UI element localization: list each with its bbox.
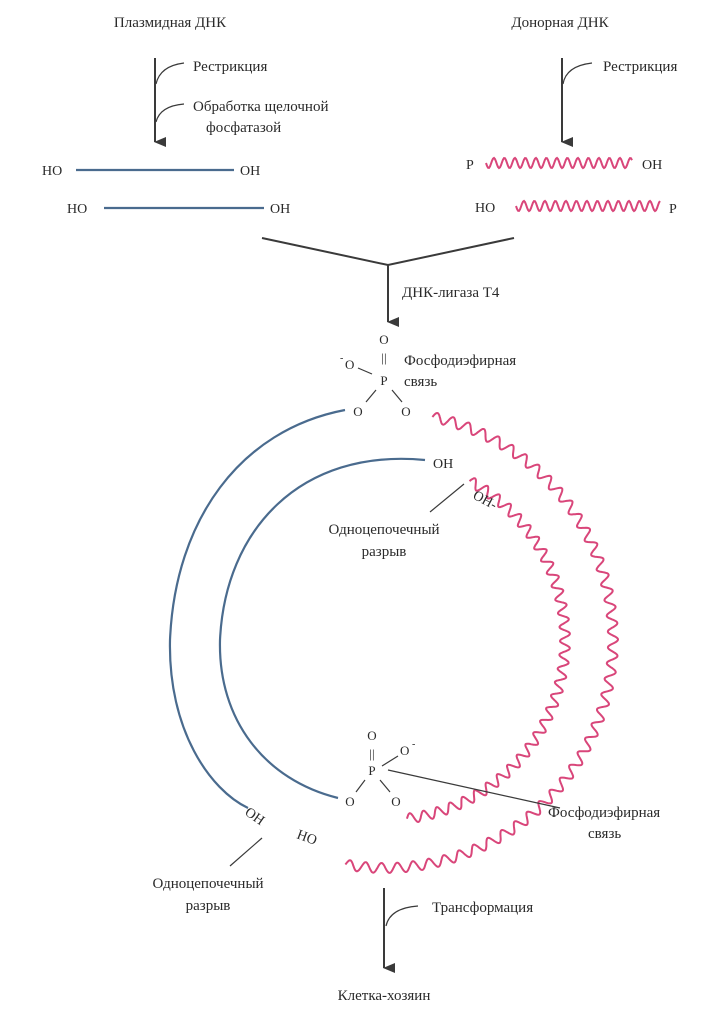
plasmid-strand2-right-end: OH	[270, 202, 290, 217]
phosphate-bottom-o-right: O	[391, 794, 400, 809]
donor-strand-1	[485, 156, 633, 170]
plasmid-strand2-left-end: HO	[67, 202, 87, 217]
nick-bottom-pointer	[229, 837, 263, 867]
nick-top-label-2: разрыв	[362, 544, 407, 560]
plasmid-dna-title: Плазмидная ДНК	[114, 15, 227, 31]
restriction-right-label: Рестрикция	[603, 59, 677, 75]
phosphate-bottom-o-minus: O	[400, 743, 409, 758]
circle-bottom-oh: OH	[242, 805, 267, 829]
transformation-label: Трансформация	[432, 900, 533, 916]
phosphodiester-bottom-label-2: связь	[588, 826, 621, 842]
phosphate-bottom-p: P	[368, 763, 375, 778]
phosphate-top-o-right: O	[401, 404, 410, 419]
phosphate-bottom-charge: -	[412, 739, 415, 750]
alkaline-phosphatase-label-2: фосфатазой	[206, 120, 281, 136]
donor-strand1-left-end: P	[466, 158, 474, 173]
donor-inner-arc	[405, 477, 571, 824]
phosphodiester-bottom-label-1: Фосфодиэфирная	[548, 805, 660, 821]
phosphate-top-double-bond: ||	[381, 350, 386, 365]
phosphodiester-top-label-1: Фосфодиэфирная	[404, 353, 516, 369]
donor-dna-title: Донорная ДНК	[511, 15, 609, 31]
nick-bottom-label-2: разрыв	[186, 898, 231, 914]
phosphate-top-charge: -	[340, 353, 343, 364]
phosphate-bottom-o-double: O	[367, 728, 376, 743]
restriction-left-label: Рестрикция	[193, 59, 267, 75]
plasmid-strand1-right-end: OH	[240, 164, 260, 179]
phosphate-bottom-o-left: O	[345, 794, 354, 809]
left-process-arrow	[154, 58, 185, 147]
donor-strand2-left-end: HO	[475, 201, 495, 216]
phosphate-top-o-left: O	[353, 404, 362, 419]
donor-outer-arc	[344, 411, 620, 874]
phosphodiester-bottom-pointer	[387, 769, 561, 809]
phosphate-bottom: O || O - P O O	[345, 728, 415, 809]
nick-top-pointer	[429, 483, 465, 513]
phosphate-top-o-double: O	[379, 332, 388, 347]
transformation-arrow	[383, 888, 419, 973]
donor-strand-2	[515, 199, 661, 213]
ligase-label: ДНК-лигаза Т4	[402, 285, 500, 301]
right-process-arrow	[561, 58, 593, 147]
alkaline-phosphatase-label-1: Обработка щелочной	[193, 99, 328, 115]
phosphodiester-top-label-2: связь	[404, 374, 437, 390]
phosphate-top-o-minus: O	[345, 357, 354, 372]
phosphate-top: O || O - P O O	[340, 332, 411, 419]
nick-top-label-1: Одноцепочечный	[328, 522, 439, 538]
phosphate-bottom-double-bond: ||	[369, 746, 374, 761]
plasmid-outer-arc	[168, 408, 346, 809]
phosphate-top-p: P	[380, 373, 387, 388]
donor-strand2-right-end: P	[669, 202, 677, 217]
circle-inner-oh: OH	[433, 457, 453, 472]
plasmid-inner-arc	[218, 457, 426, 800]
circle-bottom-ho: HO	[295, 828, 319, 849]
circle-pink-oh: OH-	[470, 488, 499, 513]
merge-bracket	[261, 237, 515, 327]
donor-strand1-right-end: OH	[642, 158, 662, 173]
host-cell-label: Клетка-хозяин	[338, 988, 431, 1004]
plasmid-strand1-left-end: HO	[42, 164, 62, 179]
nick-bottom-label-1: Одноцепочечный	[152, 876, 263, 892]
